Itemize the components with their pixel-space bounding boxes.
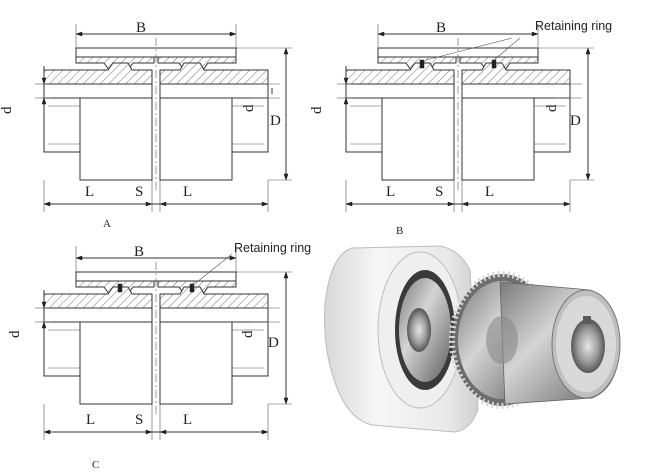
label-l-left: L bbox=[386, 184, 395, 200]
label-l-right: L bbox=[183, 412, 192, 428]
label-s: S bbox=[435, 184, 443, 200]
label-big-d: D bbox=[270, 113, 281, 129]
label-d-right: d bbox=[241, 104, 257, 112]
label-b: B bbox=[436, 20, 446, 36]
label-big-d: D bbox=[570, 113, 581, 129]
label-b: B bbox=[136, 20, 146, 36]
bore bbox=[571, 319, 605, 373]
view-a: B d d D L S L A bbox=[0, 20, 292, 230]
label-d: d bbox=[0, 106, 15, 114]
label-d-right: d bbox=[544, 104, 560, 112]
label-l-right: L bbox=[485, 184, 494, 200]
label-b: B bbox=[134, 244, 144, 260]
label-s: S bbox=[135, 184, 143, 200]
callout-retaining-ring: Retaining ring bbox=[535, 19, 612, 33]
label-d: d bbox=[309, 106, 325, 114]
label-l-left: L bbox=[85, 184, 94, 200]
label-big-d: D bbox=[268, 335, 279, 351]
view-b: B d d D L S L B Retaining ring bbox=[309, 19, 612, 237]
caption-a: A bbox=[103, 218, 111, 230]
label-d: d bbox=[7, 330, 23, 338]
gear-coupling-photo bbox=[324, 245, 621, 433]
label-d-right: d bbox=[240, 330, 256, 338]
label-s: S bbox=[135, 412, 143, 428]
caption-c: C bbox=[92, 459, 99, 471]
caption-b: B bbox=[396, 225, 403, 237]
label-l-right: L bbox=[183, 184, 192, 200]
label-l-left: L bbox=[86, 412, 95, 428]
view-c: B d d D L S L C Retaining ring bbox=[7, 241, 311, 471]
callout-retaining-ring: Retaining ring bbox=[234, 241, 311, 255]
